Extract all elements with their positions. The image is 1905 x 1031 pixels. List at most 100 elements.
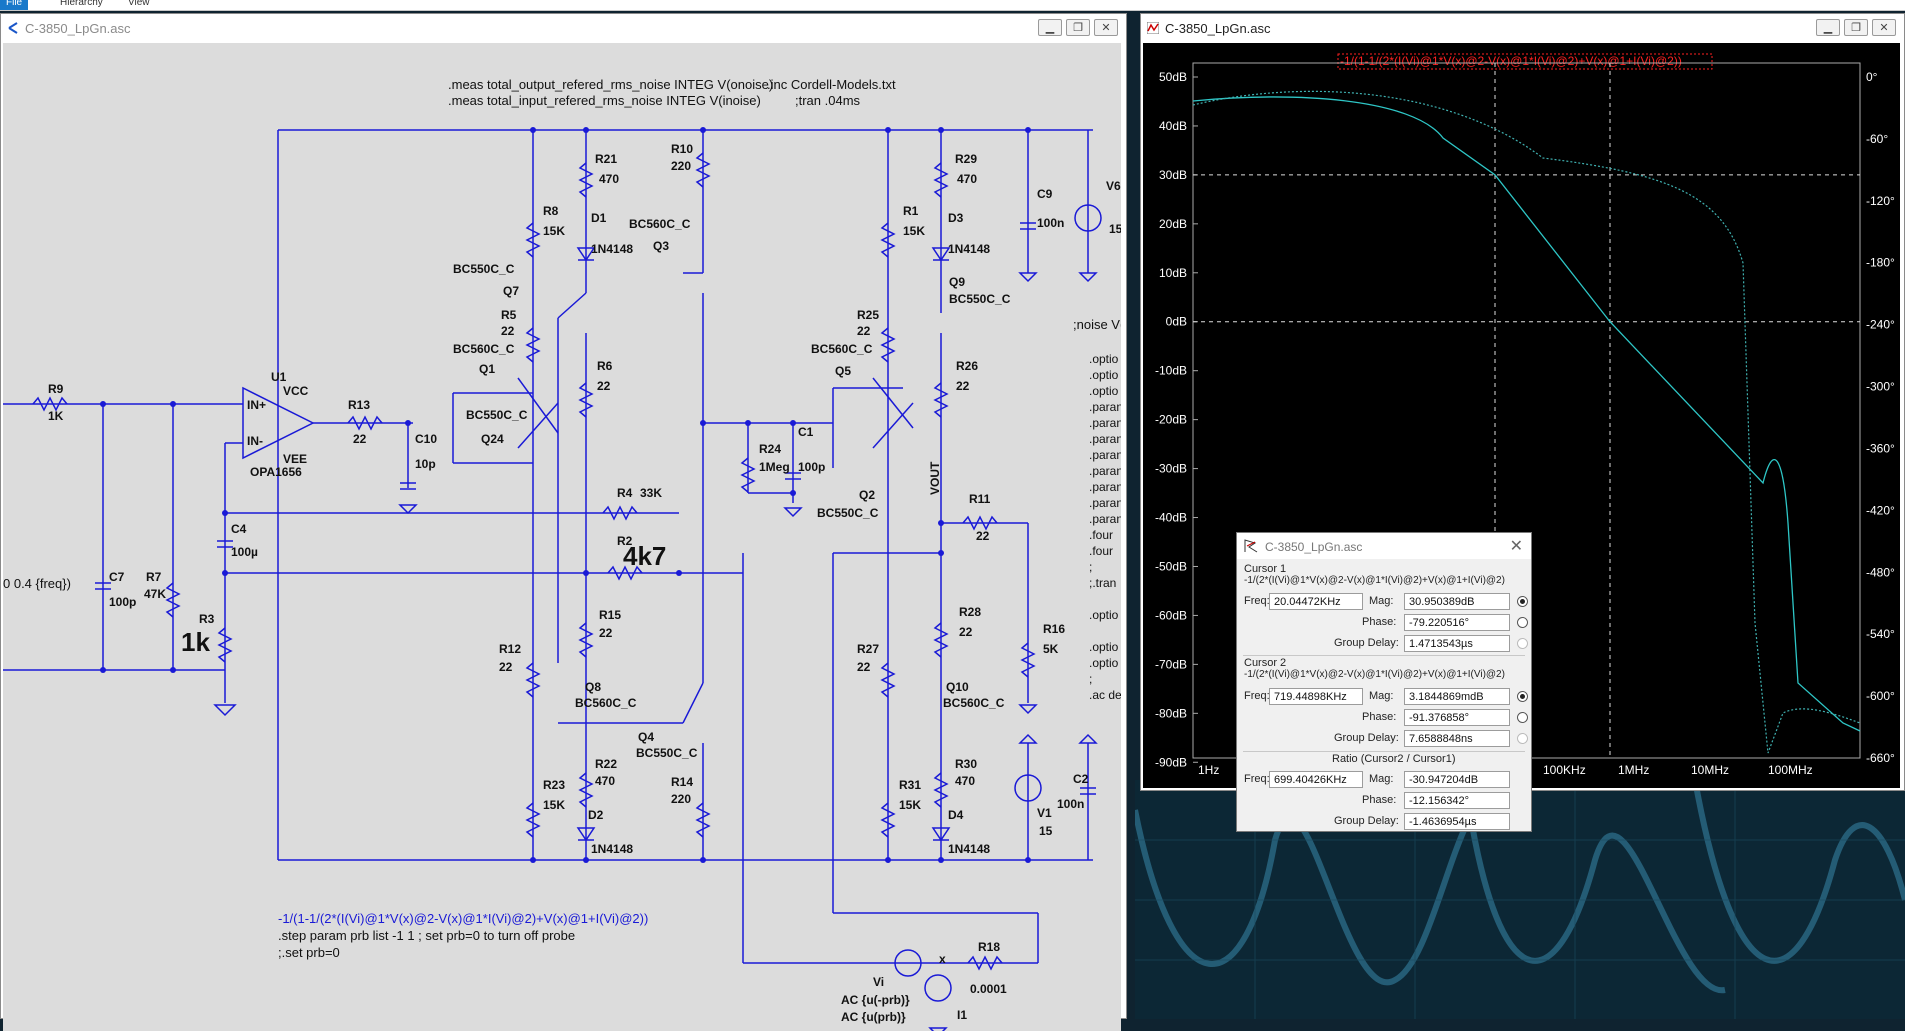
c2-label[interactable]: C2: [1073, 772, 1089, 786]
c9-label[interactable]: C9: [1037, 187, 1053, 201]
q3-model[interactable]: BC560C_C: [629, 217, 691, 231]
option-line[interactable]: .paran: [1089, 400, 1121, 414]
q5-model[interactable]: BC560C_C: [811, 342, 873, 356]
r23-value[interactable]: 15K: [543, 798, 565, 812]
r15-value[interactable]: 22: [599, 626, 613, 640]
close-icon[interactable]: ✕: [1509, 538, 1523, 555]
q9-model[interactable]: BC550C_C: [949, 292, 1011, 306]
menu-hierarchy[interactable]: Hierarchy: [60, 0, 103, 8]
cursor1-gd-field[interactable]: 1.4713543µs: [1404, 635, 1510, 652]
meas1-directive[interactable]: .meas total_output_refered_rms_noise INT…: [448, 77, 773, 92]
r4-value[interactable]: 33K: [640, 486, 662, 500]
q8-label[interactable]: Q8: [585, 680, 601, 694]
ratio-freq-field[interactable]: 699.40426KHz: [1269, 771, 1363, 788]
r31-label[interactable]: R31: [899, 778, 921, 792]
cursor1-freq-field[interactable]: 20.04472KHz: [1269, 593, 1363, 610]
vout-net-label[interactable]: VOUT: [928, 461, 942, 495]
r5-label[interactable]: R5: [501, 308, 517, 322]
r10-label[interactable]: R10: [671, 142, 693, 156]
d1-value[interactable]: 1N4148: [591, 242, 633, 256]
option-line[interactable]: .ac de: [1089, 688, 1121, 702]
cursor2-mag-field[interactable]: 3.1844869mdB: [1404, 688, 1510, 705]
q9-label[interactable]: Q9: [949, 275, 965, 289]
cursor2-phase-radio[interactable]: [1517, 712, 1528, 723]
d2-label[interactable]: D2: [588, 808, 604, 822]
r6-value[interactable]: 22: [597, 379, 611, 393]
option-line[interactable]: .four: [1089, 544, 1113, 558]
ratio-phase-field[interactable]: -12.156342°: [1404, 792, 1510, 809]
r30-value[interactable]: 470: [955, 774, 975, 788]
u1-label[interactable]: U1: [271, 370, 287, 384]
cursor2-gd-radio[interactable]: [1517, 733, 1528, 744]
q3-label[interactable]: Q3: [653, 239, 669, 253]
r23-label[interactable]: R23: [543, 778, 565, 792]
cursor1-phase-field[interactable]: -79.220516°: [1404, 614, 1510, 631]
r25-value[interactable]: 22: [857, 324, 871, 338]
cursor2-mag-radio[interactable]: [1517, 691, 1528, 702]
r11-label[interactable]: R11: [969, 492, 991, 506]
tran-comment[interactable]: ;tran .04ms: [795, 93, 861, 108]
option-line[interactable]: ;.tran: [1089, 576, 1116, 590]
r15-label[interactable]: R15: [599, 608, 621, 622]
menu-view[interactable]: View: [128, 0, 150, 8]
r8-label[interactable]: R8: [543, 204, 559, 218]
q1-model[interactable]: BC560C_C: [453, 342, 515, 356]
r16-label[interactable]: R16: [1043, 622, 1065, 636]
probe-expression[interactable]: -1/(1-1/(2*(I(Vi)@1*V(x)@2-V(x)@1*I(Vi)@…: [278, 911, 648, 926]
r7-label[interactable]: R7: [146, 570, 162, 584]
r22-label[interactable]: R22: [595, 757, 617, 771]
r1-label[interactable]: R1: [903, 204, 919, 218]
option-line[interactable]: .paran: [1089, 416, 1121, 430]
r10-value[interactable]: 220: [671, 159, 691, 173]
r29-label[interactable]: R29: [955, 152, 977, 166]
trace-label[interactable]: -1/(1-1/(2*(I(Vi)@1*V(x)@2-V(x)@1*I(Vi)@…: [1340, 54, 1682, 68]
r13-value[interactable]: 22: [353, 432, 367, 446]
menu-file[interactable]: File: [0, 0, 29, 10]
r29-value[interactable]: 470: [957, 172, 977, 186]
c1-value[interactable]: 100p: [798, 460, 825, 474]
r24-label[interactable]: R24: [759, 442, 781, 456]
option-line[interactable]: .optio: [1089, 640, 1119, 654]
r28-label[interactable]: R28: [959, 605, 981, 619]
net-x-label[interactable]: x: [939, 952, 946, 966]
option-line[interactable]: .optio: [1089, 368, 1119, 382]
d3-value[interactable]: 1N4148: [948, 242, 990, 256]
r12-value[interactable]: 22: [499, 660, 513, 674]
r27-label[interactable]: R27: [857, 642, 879, 656]
c9-value[interactable]: 100n: [1037, 216, 1064, 230]
c7-label[interactable]: C7: [109, 570, 125, 584]
q24-model[interactable]: BC550C_C: [466, 408, 528, 422]
r16-value[interactable]: 5K: [1043, 642, 1059, 656]
r30-label[interactable]: R30: [955, 757, 977, 771]
r14-label[interactable]: R14: [671, 775, 693, 789]
d4-value[interactable]: 1N4148: [948, 842, 990, 856]
option-line[interactable]: .paran: [1089, 512, 1121, 526]
d2-value[interactable]: 1N4148: [591, 842, 633, 856]
q10-model[interactable]: BC560C_C: [943, 696, 1005, 710]
q24-label[interactable]: Q24: [481, 432, 504, 446]
ratio-gd-field[interactable]: -1.4636954µs: [1404, 813, 1510, 830]
option-line[interactable]: .optio: [1089, 384, 1119, 398]
inc-directive[interactable]: .inc Cordell-Models.txt: [767, 77, 896, 92]
option-line[interactable]: .paran: [1089, 448, 1121, 462]
q4-model[interactable]: BC550C_C: [636, 746, 698, 760]
q2-label[interactable]: Q2: [859, 488, 875, 502]
r31-value[interactable]: 15K: [899, 798, 921, 812]
r24-value[interactable]: 1Meg: [759, 460, 790, 474]
cursor1-mag-radio[interactable]: [1517, 596, 1528, 607]
r22-value[interactable]: 470: [595, 774, 615, 788]
r18-value[interactable]: 0.0001: [970, 982, 1007, 996]
c10-label[interactable]: C10: [415, 432, 437, 446]
option-line[interactable]: .optio: [1089, 352, 1119, 366]
r3-value[interactable]: 1k: [181, 627, 210, 657]
i1-label[interactable]: I1: [957, 1008, 967, 1022]
r27-value[interactable]: 22: [857, 660, 871, 674]
r9-label[interactable]: R9: [48, 382, 64, 396]
setprb-comment[interactable]: ;.set prb=0: [278, 945, 340, 960]
r26-label[interactable]: R26: [956, 359, 978, 373]
ratio-mag-field[interactable]: -30.947204dB: [1404, 771, 1510, 788]
r14-value[interactable]: 220: [671, 792, 691, 806]
r28-value[interactable]: 22: [959, 625, 973, 639]
close-button[interactable]: ✕: [1094, 19, 1118, 36]
v6-value[interactable]: 15: [1109, 222, 1121, 236]
